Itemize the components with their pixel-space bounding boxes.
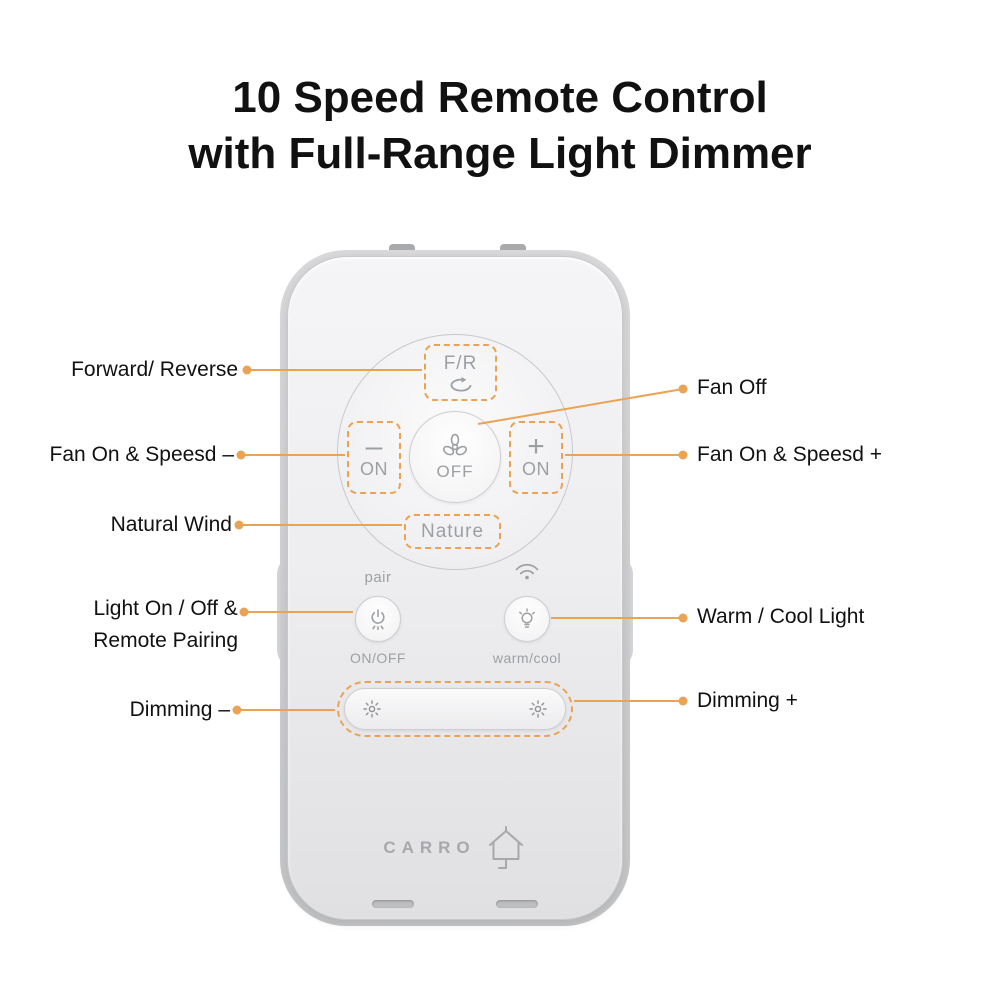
- fan-speed-down-button[interactable]: – ON: [347, 421, 401, 494]
- brand-logo: CARRO: [287, 824, 623, 872]
- forward-reverse-button[interactable]: F/R: [424, 344, 497, 401]
- callout-light-pair-line2: Remote Pairing: [93, 629, 238, 652]
- callout-light-pair: Light On / Off & Remote Pairing: [93, 593, 238, 657]
- warm-cool-label: warm/cool: [492, 650, 562, 666]
- title-line-2: with Full-Range Light Dimmer: [188, 129, 812, 178]
- warm-cool-light-button[interactable]: [504, 596, 550, 642]
- dimmer-dashed-outline: [337, 681, 573, 737]
- nature-button[interactable]: Nature: [404, 514, 501, 549]
- dimmer-rocker[interactable]: [344, 688, 566, 730]
- callout-dimming-down: Dimming –: [129, 698, 230, 721]
- power-light-icon: [368, 608, 388, 630]
- sun-dim-left-icon: [363, 700, 381, 718]
- callout-dimming-up: Dimming +: [697, 689, 798, 712]
- bottom-slot-right: [496, 900, 538, 908]
- callout-fan-speed-up: Fan On & Speesd +: [697, 443, 883, 466]
- fan-icon: [440, 433, 470, 461]
- callout-natural-wind: Natural Wind: [110, 513, 232, 536]
- fan-off-button[interactable]: OFF: [409, 411, 501, 503]
- callout-warm-cool: Warm / Cool Light: [697, 605, 865, 628]
- bulb-icon: [516, 608, 538, 630]
- pair-label: pair: [364, 569, 392, 586]
- callout-light-pair-line1: Light On / Off &: [93, 597, 238, 620]
- nature-label: Nature: [420, 520, 485, 542]
- fan-speed-up-button[interactable]: + ON: [509, 421, 563, 494]
- wifi-icon: [514, 562, 540, 580]
- callout-fan-off: Fan Off: [697, 376, 767, 399]
- fan-off-label: OFF: [436, 461, 474, 481]
- callout-forward-reverse: Forward/ Reverse: [71, 358, 238, 381]
- forward-reverse-label: F/R: [443, 352, 478, 374]
- onoff-label: ON/OFF: [350, 650, 406, 666]
- page-title: 10 Speed Remote Control with Full-Range …: [0, 70, 1000, 182]
- rotation-loop-icon: [448, 376, 474, 393]
- minus-sign: –: [365, 430, 383, 463]
- bottom-slot-left: [372, 900, 414, 908]
- brand-name: CARRO: [383, 838, 476, 857]
- fan-speed-up-on-label: ON: [522, 459, 550, 479]
- house-icon: [485, 825, 527, 871]
- callout-fan-speed-down: Fan On & Speesd –: [49, 443, 234, 466]
- light-onoff-pair-button[interactable]: [355, 596, 401, 642]
- sun-bright-right-icon: [529, 700, 547, 718]
- title-line-1: 10 Speed Remote Control: [232, 73, 768, 122]
- plus-sign: +: [527, 430, 545, 463]
- fan-speed-down-on-label: ON: [360, 459, 388, 479]
- remote-body: [287, 256, 623, 920]
